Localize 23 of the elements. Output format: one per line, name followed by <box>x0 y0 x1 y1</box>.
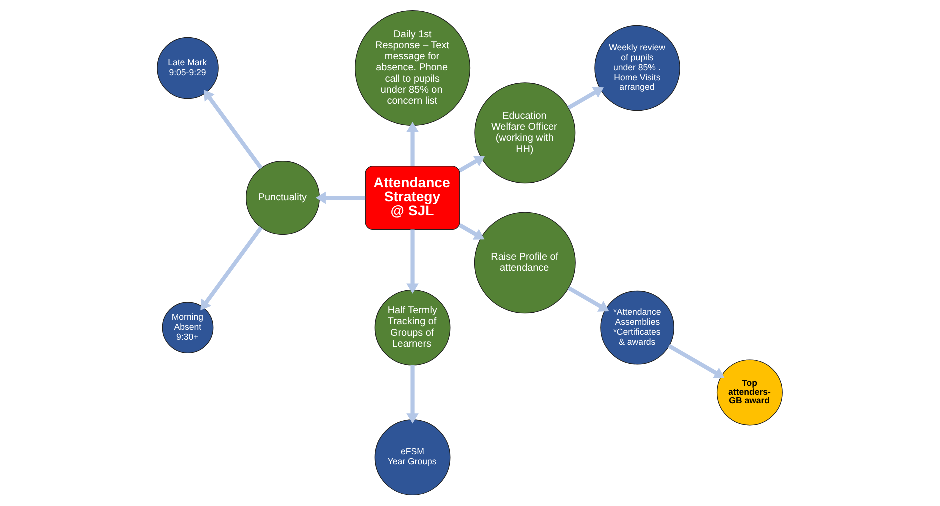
arrow <box>668 344 725 379</box>
node-circle: Half Termly Tracking of Groups of Learners <box>374 290 451 366</box>
arrow <box>568 87 604 110</box>
node-circle: Daily 1st Response – Text message for absence. Phone call to pupils under 85% on concern list <box>354 10 471 126</box>
arrow <box>568 286 610 312</box>
node-circle: eFSM Year Groups <box>374 420 451 496</box>
arrow <box>204 90 263 170</box>
node-circle: Education Welfare Officer (working with HH) <box>474 82 576 184</box>
node-circle: *Attendance Assemblies *Certificates & awards <box>600 290 674 365</box>
arrow <box>406 122 419 166</box>
arrow <box>316 192 366 204</box>
node-box: Attendance Strategy @ SJL <box>365 166 460 230</box>
arrow <box>406 366 419 424</box>
arrow <box>200 226 263 311</box>
node-circle: Late Mark 9:05-9:29 <box>157 37 219 100</box>
arrow <box>458 224 485 240</box>
node-circle: Morning Absent 9:30+ <box>162 302 214 354</box>
node-circle: Top attenders- GB award <box>716 360 783 426</box>
node-circle: Punctuality <box>246 161 320 236</box>
arrow <box>458 156 486 173</box>
node-circle: Raise Profile of attendance <box>474 212 576 314</box>
node-circle: Weekly review of pupils under 85% . Home Visits arranged <box>594 25 680 112</box>
arrow <box>406 230 419 294</box>
